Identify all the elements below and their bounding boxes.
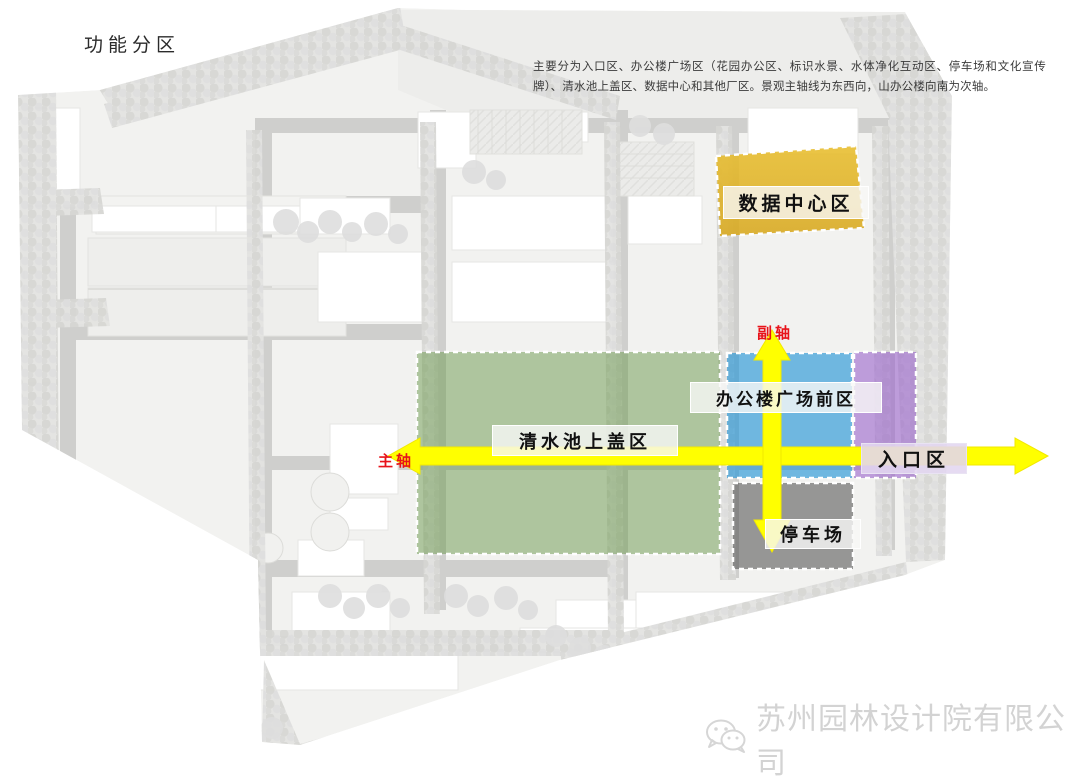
sub-axis-label: 副轴 bbox=[757, 324, 794, 342]
zone-label-pool-cover[interactable]: 清水池上盖区 bbox=[492, 425, 678, 456]
watermark-text: 苏州园林设计院有限公司 bbox=[756, 702, 1066, 781]
site-plan-map bbox=[18, 8, 1050, 745]
zone-label-parking[interactable]: 停车场 bbox=[765, 519, 861, 549]
functional-zoning-diagram: 功能分区 主要分为入口区、办公楼广场区（花园办公区、标识水景、水体净化互动区、停… bbox=[18, 8, 1065, 781]
zoning-description: 主要分为入口区、办公楼广场区（花园办公区、标识水景、水体净化互动区、停车场和文化… bbox=[533, 59, 1046, 93]
watermark: 苏州园林设计院有限公司 bbox=[706, 694, 1080, 782]
zone-label-data-center[interactable]: 数据中心区 bbox=[723, 186, 869, 219]
zone-label-office-plaza[interactable]: 办公楼广场前区 bbox=[690, 382, 882, 413]
main-axis-label: 主轴 bbox=[378, 452, 415, 470]
page-title: 功能分区 bbox=[84, 34, 181, 56]
process-structures bbox=[469, 109, 695, 197]
circular-tanks bbox=[252, 472, 350, 564]
site-plan-svg bbox=[18, 8, 1050, 745]
wechat-icon bbox=[706, 719, 746, 758]
zone-label-entrance[interactable]: 入口区 bbox=[861, 443, 967, 474]
